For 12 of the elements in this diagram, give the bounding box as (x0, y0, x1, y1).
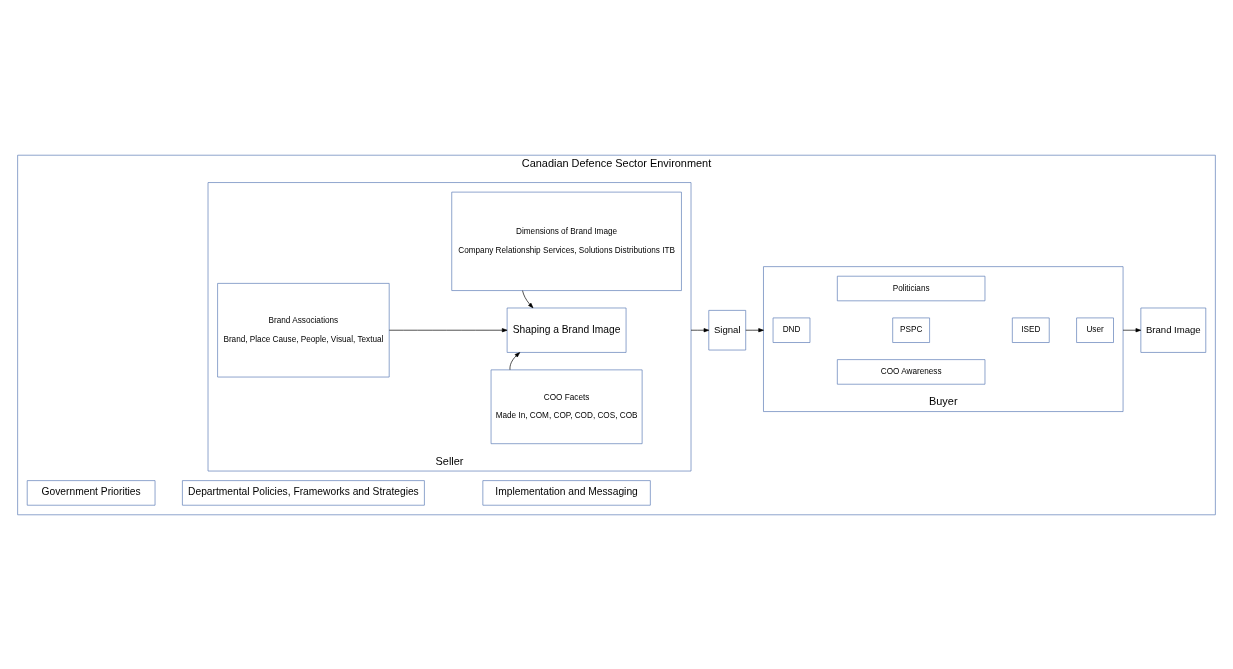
node-box: Brand Image (1140, 307, 1207, 353)
arrow (1122, 327, 1142, 332)
arrow (509, 351, 521, 370)
arrow (690, 327, 710, 332)
node-box: Implementation and Messaging (482, 479, 651, 506)
node-box: Shaping a Brand Image (506, 307, 627, 353)
arrow (745, 327, 764, 332)
arrow (388, 327, 508, 332)
node-box: Signal (708, 309, 747, 350)
node-box: Government Priorities (26, 479, 156, 506)
arrow (522, 289, 534, 308)
node-box: Departmental Policies, Frameworks and Strategies (182, 479, 425, 506)
